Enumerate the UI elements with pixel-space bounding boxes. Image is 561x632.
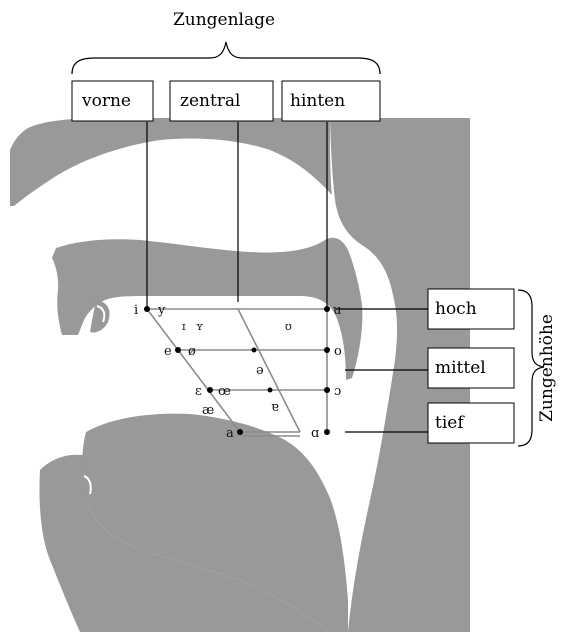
- dot-schwa-low: [268, 388, 273, 393]
- nasal-cavity: [10, 118, 332, 206]
- title-zungenlage: Zungenlage: [173, 10, 275, 30]
- vowel-oe: ø: [188, 344, 196, 359]
- dot-eps: [207, 387, 213, 393]
- top-brace: [72, 42, 380, 74]
- vowel-schwa: ə: [256, 363, 264, 378]
- vowel-open-o: ɔ: [334, 384, 341, 399]
- title-zungenhoehe: Zungenhöhe: [537, 314, 557, 422]
- vowel-ae: æ: [202, 403, 214, 418]
- vowel-y: y: [157, 303, 166, 318]
- vowel-e: e: [164, 344, 172, 359]
- vowel-I: ɪ: [182, 320, 186, 333]
- front-edge-line: [147, 309, 240, 432]
- dot-alpha: [324, 429, 330, 435]
- vowel-OE: œ: [218, 384, 231, 399]
- dot-e: [175, 347, 181, 353]
- vowel-o: o: [334, 344, 342, 359]
- label-zentral: zentral: [180, 91, 241, 111]
- height-labels: hoch mittel tief: [428, 289, 514, 443]
- vowel-U: ʊ: [285, 320, 292, 333]
- label-tief: tief: [435, 413, 465, 433]
- dot-a: [237, 429, 243, 435]
- vowel-i: i: [134, 303, 138, 318]
- vowel-alpha: ɑ: [311, 426, 319, 441]
- label-hinten: hinten: [290, 91, 345, 111]
- label-hoch: hoch: [435, 299, 477, 319]
- dot-u: [324, 306, 330, 312]
- label-vorne: vorne: [81, 91, 131, 111]
- vowel-Y: ʏ: [196, 320, 203, 333]
- vowel-a: a: [226, 426, 234, 441]
- dot-i: [144, 306, 150, 312]
- vowel-eps: ɛ: [195, 384, 202, 399]
- vowel-turned-a: ɐ: [271, 400, 279, 415]
- position-labels: vorne zentral hinten: [72, 81, 380, 121]
- dot-open-o: [324, 387, 330, 393]
- vowel-u: u: [333, 303, 341, 318]
- dot-o: [324, 347, 330, 353]
- label-mittel: mittel: [435, 358, 486, 378]
- dot-schwa-high: [252, 348, 257, 353]
- vocal-tract-anatomy: [10, 118, 470, 632]
